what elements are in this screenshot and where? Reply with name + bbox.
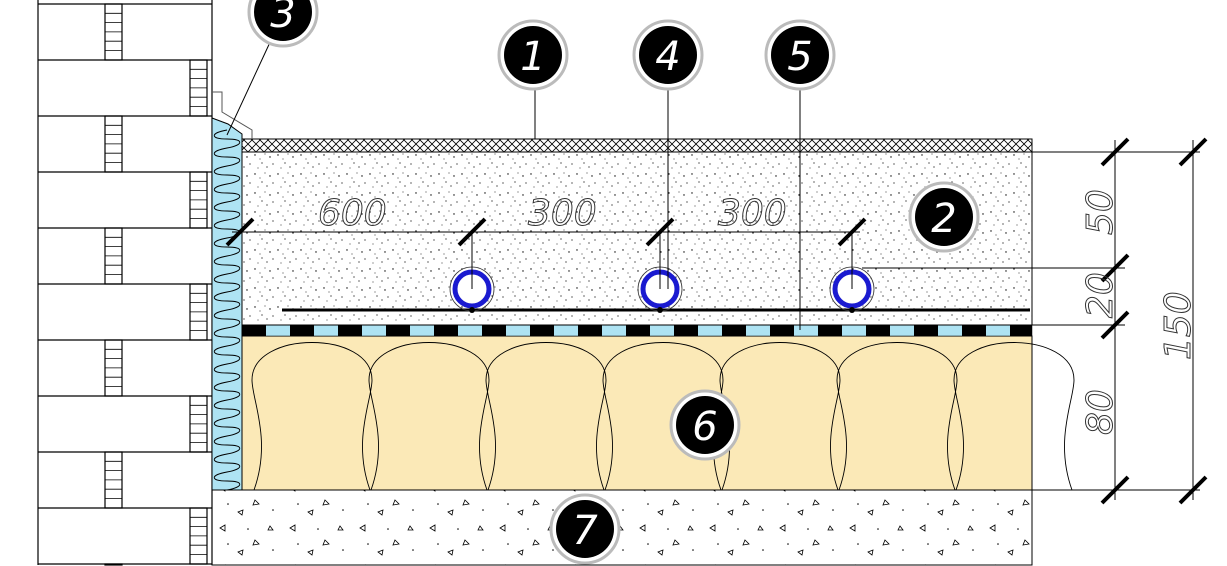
edge-insulation-pattern <box>213 129 241 491</box>
dimension-tick <box>645 217 675 247</box>
callout-1: 1 <box>497 19 569 91</box>
dim-300-a: 300 <box>528 193 597 234</box>
callout-number: 3 <box>270 0 295 37</box>
callout-4: 4 <box>632 19 704 91</box>
callout-6: 6 <box>669 389 741 461</box>
callout-number: 7 <box>572 508 598 554</box>
dim-150: 150 <box>1158 291 1199 360</box>
screed-layer <box>241 151 1033 326</box>
dimension-tick <box>1178 137 1208 167</box>
thermal-insulation <box>241 335 1033 491</box>
callout-5: 5 <box>764 19 836 91</box>
dim-50: 50 <box>1080 189 1121 235</box>
dim-300-b: 300 <box>718 193 787 234</box>
callout-2: 2 <box>908 181 980 253</box>
concrete-base <box>211 489 1033 566</box>
dimension-tick <box>1178 475 1208 505</box>
separation-film <box>241 324 1033 337</box>
dimension-tick <box>225 217 255 247</box>
skirting <box>212 91 253 139</box>
dimension-tick <box>837 217 867 247</box>
brick-wall <box>37 0 213 566</box>
dimension-tick <box>1100 137 1130 167</box>
callout-number: 2 <box>931 196 956 242</box>
callout-3: 3 <box>247 0 319 48</box>
dimension-tick <box>1100 310 1130 340</box>
callout-7: 7 <box>549 493 621 565</box>
callout-number: 6 <box>692 404 717 450</box>
dim-20: 20 <box>1080 272 1121 318</box>
dimension-tick <box>1100 253 1130 283</box>
insulation-pattern <box>251 342 1075 491</box>
leader-lines <box>226 37 801 330</box>
floor-finish <box>241 138 1033 153</box>
callout-number: 5 <box>787 34 812 80</box>
dimension-tick <box>457 217 487 247</box>
callouts: 1 2 3 4 5 6 7 <box>247 0 980 565</box>
callout-number: 4 <box>655 34 680 80</box>
callout-number: 1 <box>520 34 545 80</box>
dim-600: 600 <box>318 193 387 234</box>
dimension-ticks <box>225 137 1208 505</box>
dim-80: 80 <box>1080 389 1121 435</box>
dimension-tick <box>1100 475 1130 505</box>
